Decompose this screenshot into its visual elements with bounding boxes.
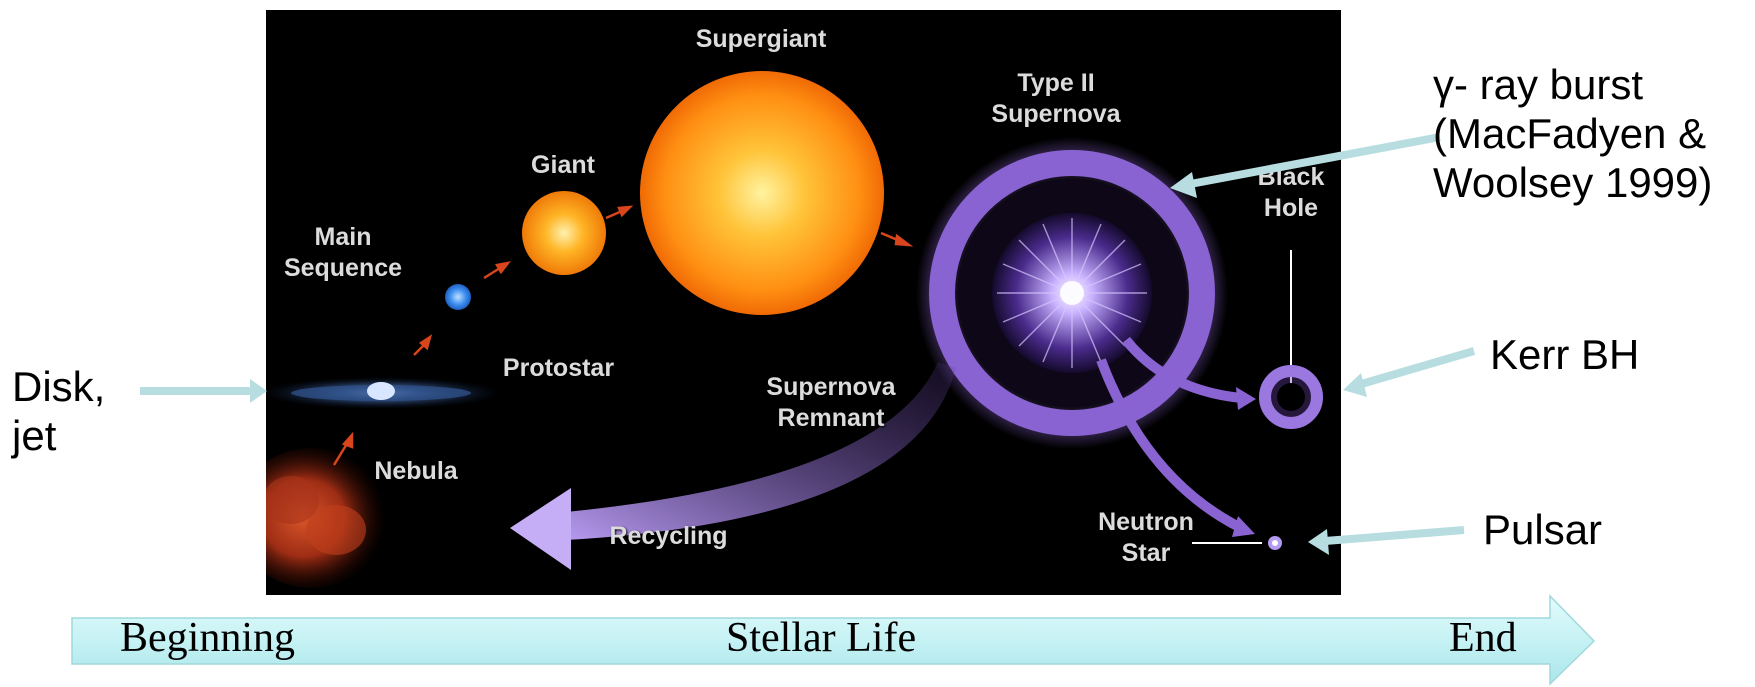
black-hole: [1259, 250, 1323, 429]
label-type-ii-supernova: Type II Supernova: [966, 68, 1146, 130]
giant-star: [522, 191, 606, 275]
disk-jet-pointer-arrow: [140, 379, 267, 403]
supergiant-star: [640, 71, 884, 315]
kerr-bh-pointer-arrow: [1343, 351, 1474, 397]
timeline-stellar-life: Stellar Life: [726, 614, 916, 662]
main-sequence-star: [445, 284, 471, 310]
annotation-kerr-bh: Kerr BH: [1490, 330, 1690, 379]
label-nebula: Nebula: [356, 456, 476, 487]
label-protostar: Protostar: [486, 353, 631, 384]
label-supernova-remnant: Supernova Remnant: [746, 372, 916, 434]
timeline-end: End: [1449, 614, 1517, 662]
label-neutron-star: Neutron Star: [1086, 507, 1206, 569]
protostar-disk: [266, 377, 501, 409]
stellar-evolution-panel: Supergiant Type II Supernova Giant Main …: [266, 10, 1341, 595]
type-ii-supernova: [916, 137, 1228, 449]
timeline-beginning: Beginning: [120, 614, 295, 662]
label-black-hole: Black Hole: [1241, 162, 1341, 224]
label-supergiant: Supergiant: [676, 24, 846, 55]
label-recycling: Recycling: [596, 521, 741, 552]
annotation-grb: γ- ray burst (MacFadyen & Woolsey 1999): [1433, 60, 1753, 207]
annotation-pulsar: Pulsar: [1483, 505, 1683, 554]
label-main-sequence: Main Sequence: [266, 222, 423, 284]
annotation-disk-jet: Disk, jet: [12, 362, 152, 460]
label-giant: Giant: [508, 150, 618, 181]
